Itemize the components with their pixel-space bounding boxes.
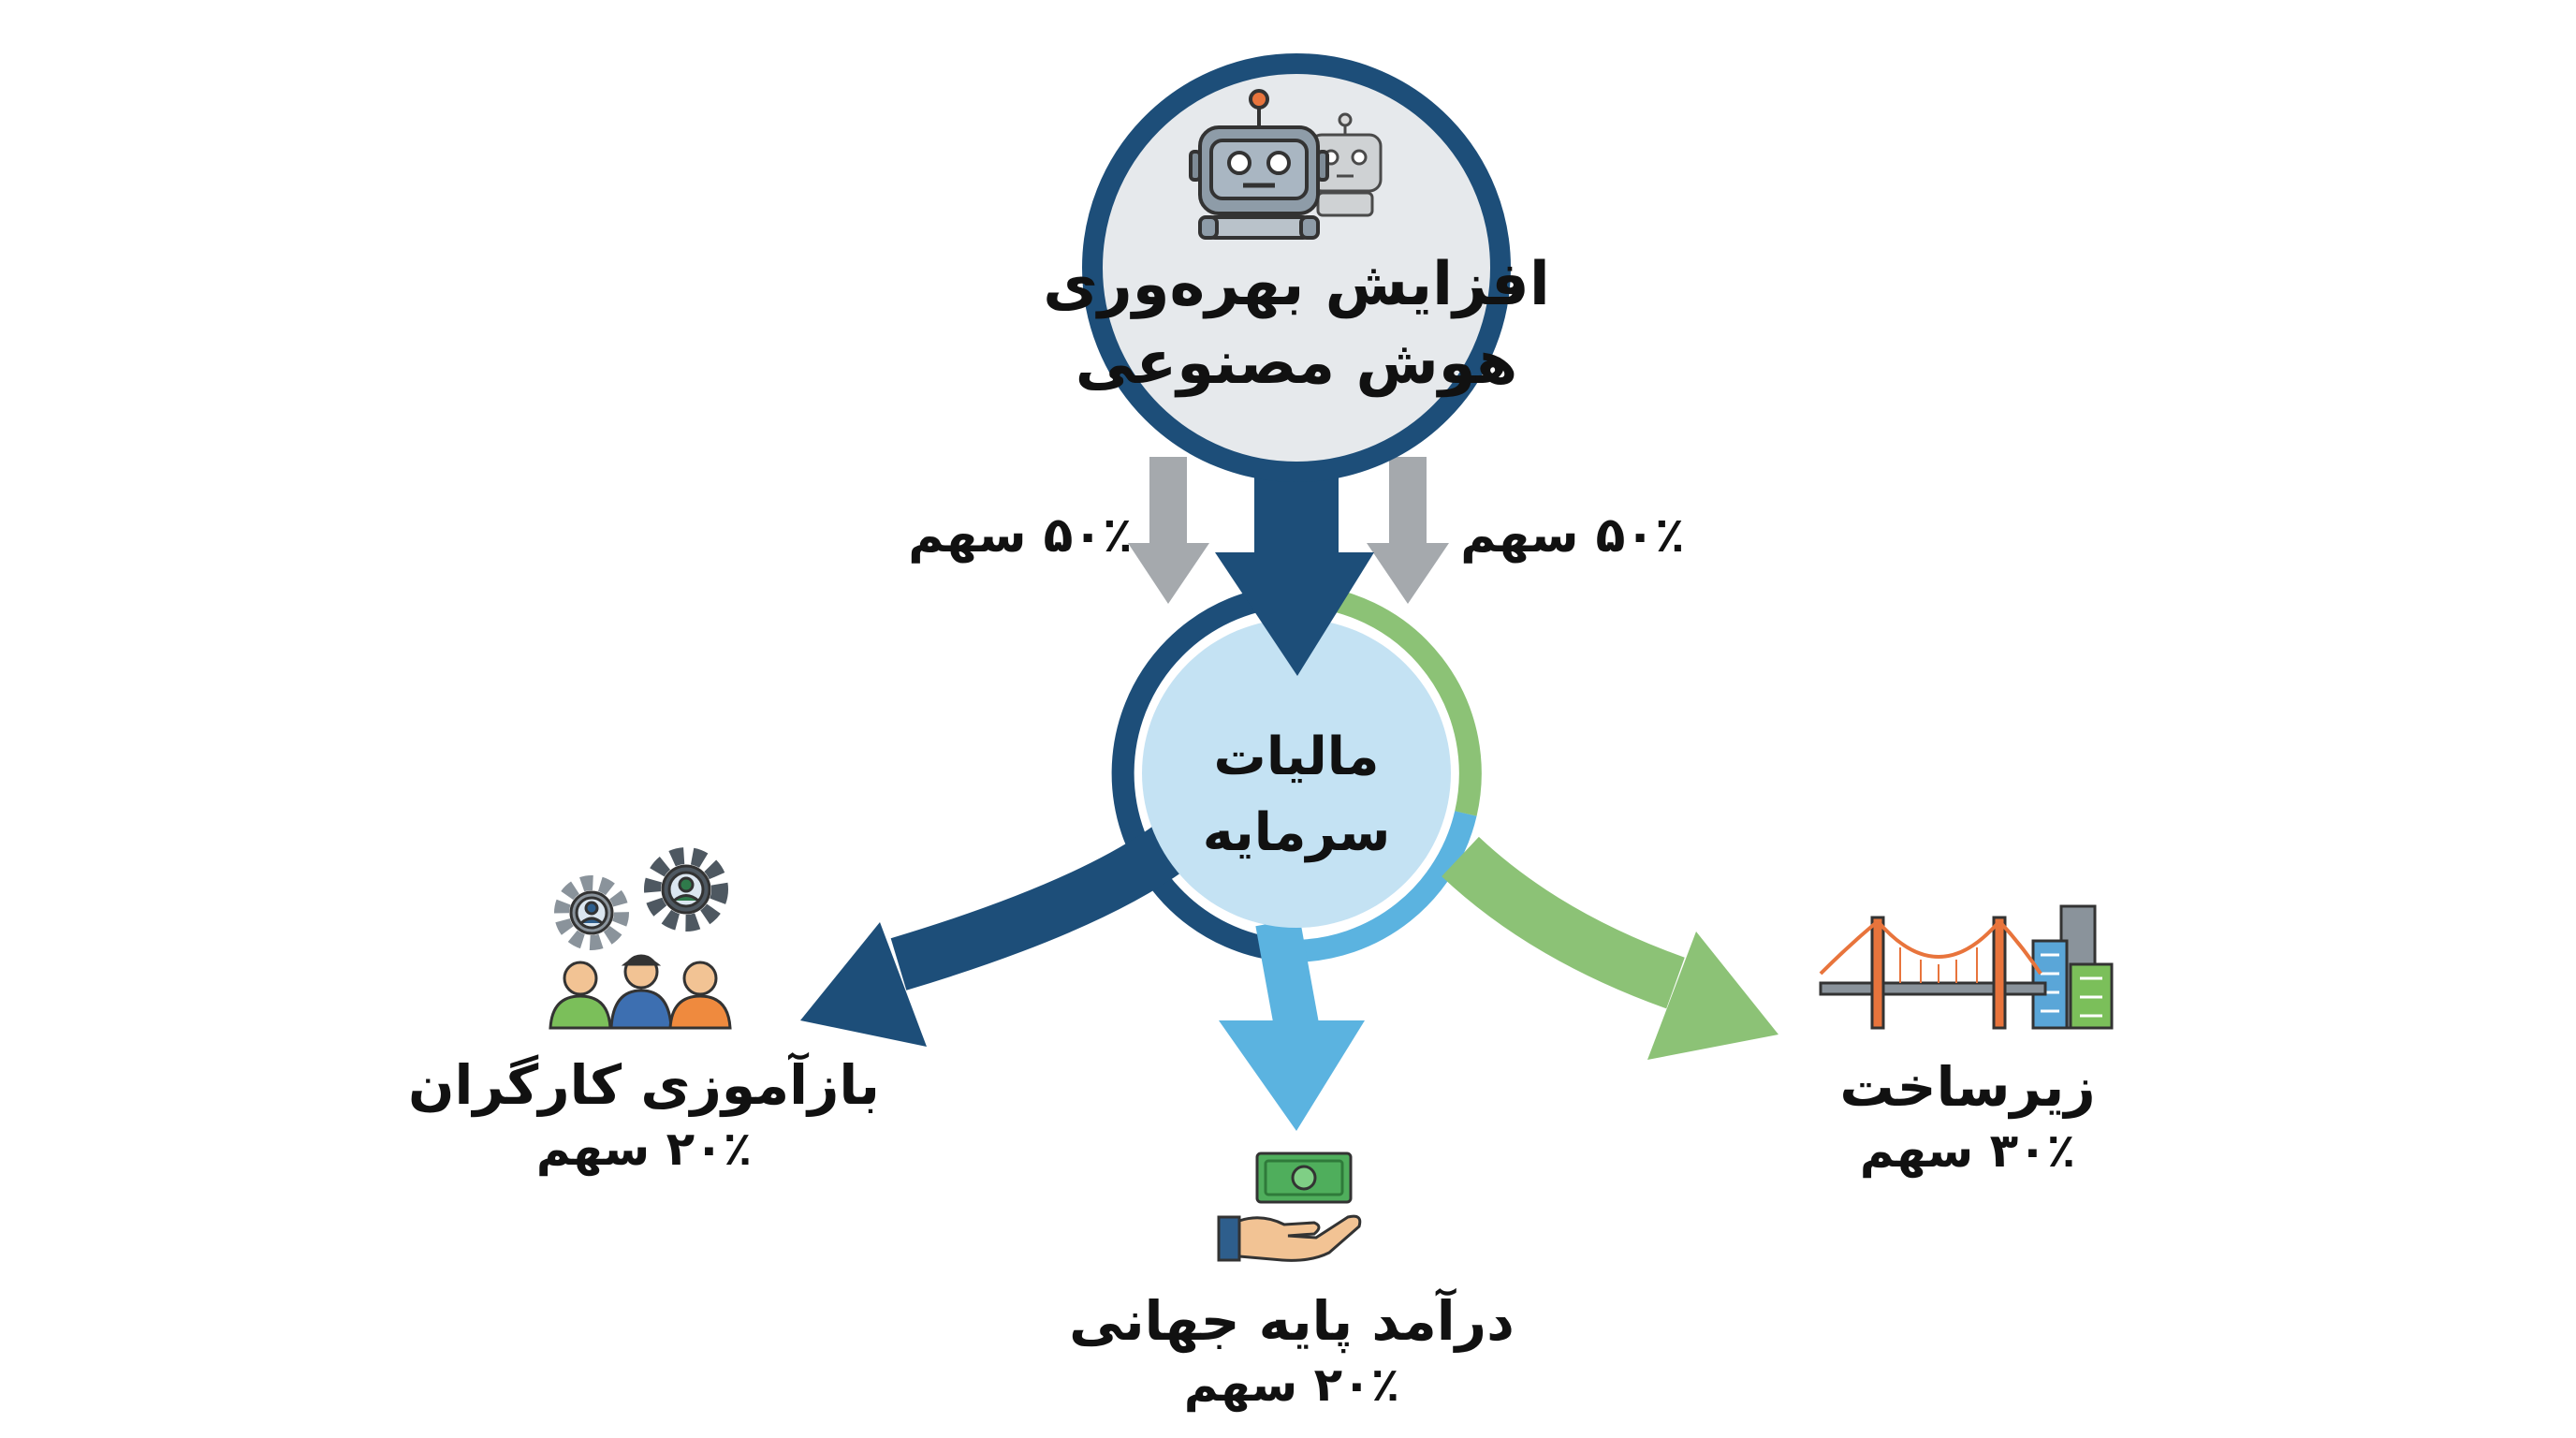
retraining-label: بازآموزی کارگران ۲۰٪ سهم xyxy=(408,1051,880,1178)
robots-icon xyxy=(1189,89,1383,240)
gray-arrow-right xyxy=(1367,457,1449,604)
top-node-line2: هوش مصنوعی xyxy=(1075,329,1518,399)
ubi-label: درآمد پایه جهانی ۲۰٪ سهم xyxy=(1069,1287,1515,1414)
center-node xyxy=(1142,619,1451,928)
hand-money-icon xyxy=(1217,1152,1362,1262)
infrastructure-title: زیرساخت xyxy=(1839,1055,2096,1119)
retraining-share: ۲۰٪ سهم xyxy=(535,1121,753,1176)
bridge-city-icon xyxy=(1819,904,2114,1030)
left-split-label: ۵۰٪ سهم xyxy=(908,507,1133,564)
arrow-ubi xyxy=(1219,917,1365,1131)
retraining-title: بازآموزی کارگران xyxy=(408,1053,880,1117)
gray-arrow-left xyxy=(1128,457,1209,604)
arrow-retraining xyxy=(800,825,1186,1047)
ubi-title: درآمد پایه جهانی xyxy=(1069,1289,1515,1353)
center-node-line1: مالیات xyxy=(1213,726,1380,787)
center-node-line2: سرمایه xyxy=(1202,802,1391,864)
top-node-label: افزایش بهره‌وری هوش مصنوعی xyxy=(1043,245,1550,404)
arrow-infrastructure xyxy=(1442,836,1778,1060)
workers-gears-icon xyxy=(549,847,732,1030)
infrastructure-share: ۳۰٪ سهم xyxy=(1859,1123,2076,1178)
infrastructure-label: زیرساخت ۳۰٪ سهم xyxy=(1839,1053,2095,1180)
ubi-share: ۲۰٪ سهم xyxy=(1183,1357,1400,1412)
center-node-label: مالیات سرمایه xyxy=(1203,719,1391,871)
right-split-label: ۵۰٪ سهم xyxy=(1460,507,1685,564)
top-node-line1: افزایش بهره‌وری xyxy=(1043,250,1550,319)
